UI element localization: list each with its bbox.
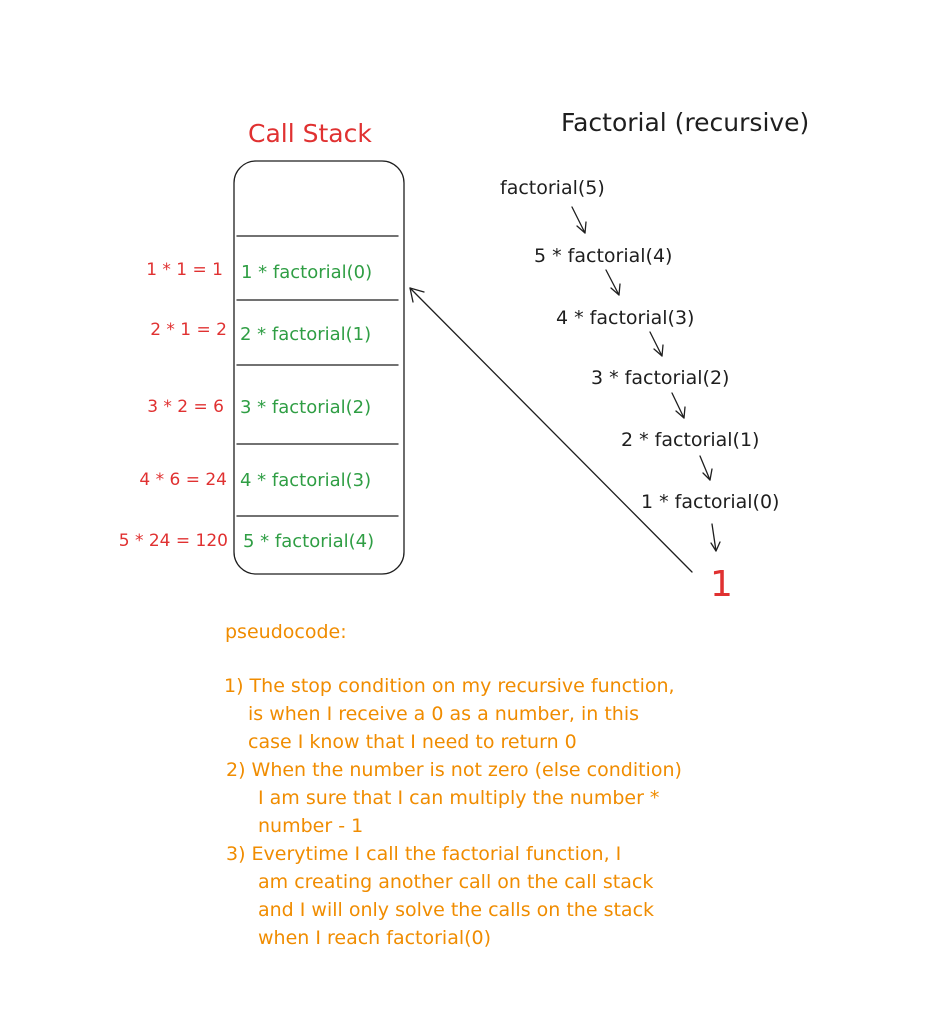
stack-result: 3 * 2 = 6 (147, 397, 224, 417)
chain-arrow (699, 455, 713, 481)
pseudocode-line: am creating another call on the call sta… (258, 871, 653, 893)
pseudocode-line: 3) Everytime I call the factorial functi… (226, 843, 621, 865)
call-stack-title: Call Stack (248, 119, 372, 148)
chain-step: 1 * factorial(0) (641, 491, 779, 513)
stack-frame: 4 * factorial(3) (240, 470, 371, 491)
pseudocode-line: 1) The stop condition on my recursive fu… (224, 675, 675, 697)
pseudocode-line: I am sure that I can multiply the number… (258, 787, 659, 809)
chain-arrow (649, 331, 664, 357)
stack-frame: 2 * factorial(1) (240, 324, 371, 345)
chain-step: 2 * factorial(1) (621, 429, 759, 451)
pseudocode-line: and I will only solve the calls on the s… (258, 899, 654, 921)
chain-arrow (671, 392, 686, 419)
stack-frame: 5 * factorial(4) (243, 531, 374, 552)
chain-step: 4 * factorial(3) (556, 307, 694, 329)
stack-frame: 3 * factorial(2) (240, 397, 371, 418)
stack-frame: 1 * factorial(0) (241, 262, 372, 283)
pseudocode-line: case I know that I need to return 0 (248, 731, 577, 753)
pseudocode-line: is when I receive a 0 as a number, in th… (248, 703, 639, 725)
stack-result: 1 * 1 = 1 (146, 260, 223, 280)
pseudocode-heading: pseudocode: (225, 621, 347, 643)
chain-arrow (571, 206, 587, 234)
chain-step: 5 * factorial(4) (534, 245, 672, 267)
factorial-title: Factorial (recursive) (561, 108, 809, 137)
chain-step: 3 * factorial(2) (591, 367, 729, 389)
pseudocode-line: 2) When the number is not zero (else con… (226, 759, 682, 781)
final-value: 1 (710, 564, 733, 605)
pseudocode-line: number - 1 (258, 815, 363, 837)
pseudocode-line: when I reach factorial(0) (258, 927, 491, 949)
chain-arrow (710, 523, 721, 552)
return-arrow (409, 287, 693, 573)
chain-arrow (605, 269, 621, 296)
chain-step: factorial(5) (500, 177, 605, 199)
call-stack-box (233, 160, 405, 575)
stack-result: 5 * 24 = 120 (119, 531, 228, 551)
stack-result: 2 * 1 = 2 (150, 320, 227, 340)
stack-result: 4 * 6 = 24 (139, 470, 227, 490)
